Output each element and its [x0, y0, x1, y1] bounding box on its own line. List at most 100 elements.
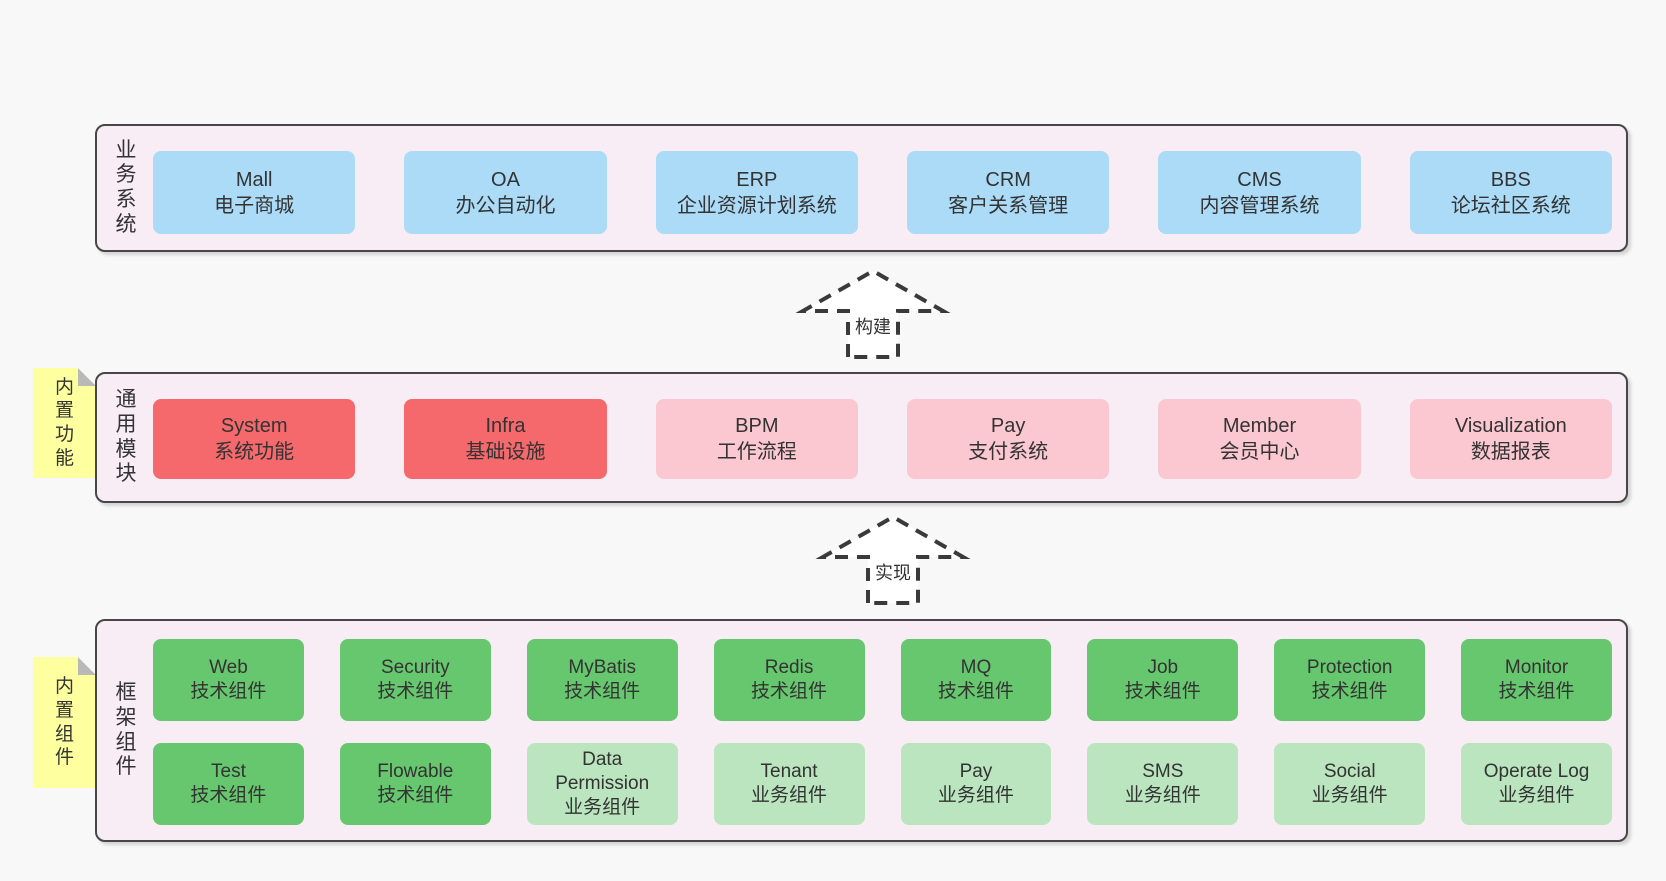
box-subtitle: 办公自动化	[455, 194, 556, 217]
box-title: Test	[211, 761, 246, 783]
box-protection: Protection 技术组件	[1274, 639, 1426, 721]
box-title: Monitor	[1504, 657, 1569, 679]
box-mybatis: MyBatis 技术组件	[526, 639, 678, 721]
box-subtitle: 客户关系管理	[948, 194, 1069, 217]
band-label: 业务系统	[105, 126, 147, 250]
box-bpm: BPM 工作流程	[655, 399, 858, 479]
box-title: Pay	[959, 761, 993, 783]
box-mall: Mall 电子商城	[153, 151, 356, 234]
box-subtitle: 内容管理系统	[1199, 194, 1320, 217]
band-box-grid: System 系统功能 Infra 基础设施 BPM 工作流程 Pay 支付系统…	[153, 399, 1612, 479]
box-title: CRM	[985, 168, 1031, 191]
band-label-text: 业务系统	[115, 138, 137, 236]
box-subtitle: 数据报表	[1470, 441, 1551, 463]
box-sms: SMS 业务组件	[1087, 743, 1239, 825]
folded-corner-icon	[78, 368, 96, 386]
box-subtitle: 业务组件	[1311, 785, 1388, 806]
box-security: Security 技术组件	[339, 639, 491, 721]
build-arrow: 构建	[795, 266, 951, 362]
box-title: BPM	[735, 415, 779, 437]
band-box-grid: Mall 电子商城 OA 办公自动化 ERP 企业资源计划系统 CRM 客户关系…	[153, 151, 1612, 234]
box-subtitle: 企业资源计划系统	[676, 194, 837, 217]
box-title: Tenant	[760, 761, 818, 783]
box-subtitle: 业务组件	[564, 796, 641, 818]
box-subtitle: 电子商城	[214, 194, 295, 217]
box-system: System 系统功能	[153, 399, 356, 479]
sticky-note-builtin-components: 内置组件	[33, 657, 96, 788]
implement-arrow: 实现	[815, 512, 971, 608]
sticky-note-label: 内置功能	[54, 376, 74, 469]
box-oa: OA 办公自动化	[404, 151, 607, 234]
box-title: Web	[209, 657, 248, 679]
sticky-note-label: 内置组件	[54, 676, 74, 769]
band-business-systems: 业务系统 Mall 电子商城 OA 办公自动化 ERP 企业资源计划系统 CRM…	[95, 124, 1628, 252]
box-title: Pay	[990, 415, 1026, 437]
box-visualization: Visualization 数据报表	[1409, 399, 1612, 479]
folded-corner-icon	[78, 657, 96, 675]
box-tenant: Tenant 业务组件	[713, 743, 865, 825]
box-subtitle: 论坛社区系统	[1450, 194, 1571, 217]
box-operate-log: Operate Log 业务组件	[1461, 743, 1612, 825]
box-subtitle: 业务组件	[751, 785, 828, 806]
up-block-arrow-icon	[795, 268, 951, 359]
box-title: System	[220, 415, 288, 437]
box-title: ERP	[736, 168, 778, 191]
box-web: Web 技术组件	[153, 639, 304, 721]
box-subtitle: 业务组件	[1498, 785, 1575, 806]
box-subtitle: 技术组件	[190, 785, 267, 806]
box-job: Job 技术组件	[1087, 639, 1239, 721]
box-mq: MQ 技术组件	[900, 639, 1052, 721]
box-title: MQ	[960, 657, 992, 679]
box-subtitle: 技术组件	[937, 681, 1014, 702]
box-title: Member	[1222, 415, 1297, 437]
box-title: Flowable	[377, 761, 454, 783]
box-title: Social	[1323, 761, 1376, 783]
box-flowable: Flowable 技术组件	[339, 743, 491, 825]
box-subtitle: 技术组件	[190, 681, 267, 702]
box-redis: Redis 技术组件	[713, 639, 865, 721]
band-label: 框架组件	[105, 621, 147, 840]
box-subtitle: 技术组件	[1498, 681, 1575, 702]
box-pay-biz: Pay 业务组件	[900, 743, 1052, 825]
box-subtitle: 技术组件	[1124, 681, 1201, 702]
box-subtitle: 技术组件	[751, 681, 828, 702]
box-title: BBS	[1490, 168, 1531, 191]
box-title: CMS	[1237, 168, 1282, 191]
box-subtitle: 业务组件	[1124, 785, 1201, 806]
band-framework-components: 框架组件 Web 技术组件 Security 技术组件 MyBatis 技术组件…	[95, 619, 1628, 842]
band-common-modules: 通用模块 System 系统功能 Infra 基础设施 BPM 工作流程 Pay…	[95, 372, 1628, 503]
box-bbs: BBS 论坛社区系统	[1409, 151, 1612, 234]
box-title: Redis	[764, 657, 814, 679]
box-subtitle: 技术组件	[1311, 681, 1388, 702]
implement-arrow-label: 实现	[875, 563, 911, 583]
box-infra: Infra 基础设施	[404, 399, 607, 479]
box-subtitle: 会员中心	[1219, 441, 1300, 463]
box-subtitle: 支付系统	[968, 441, 1049, 463]
box-cms: CMS 内容管理系统	[1158, 151, 1361, 234]
up-block-arrow-icon	[815, 514, 971, 605]
box-subtitle: 系统功能	[214, 441, 295, 463]
band-label-text: 通用模块	[115, 388, 137, 486]
box-subtitle: 技术组件	[377, 681, 454, 702]
box-pay: Pay 支付系统	[906, 399, 1110, 479]
box-title: Data Permission	[555, 749, 650, 795]
box-title: Mall	[235, 168, 273, 191]
box-title: Operate Log	[1483, 761, 1590, 783]
box-subtitle: 技术组件	[564, 681, 641, 702]
box-subtitle: 工作流程	[716, 441, 797, 463]
sticky-note-builtin-features: 内置功能	[33, 368, 96, 478]
box-data-permission: Data Permission 业务组件	[526, 743, 678, 825]
box-subtitle: 技术组件	[377, 785, 454, 806]
box-title: Job	[1147, 657, 1179, 679]
box-title: Visualization	[1454, 415, 1567, 437]
box-test: Test 技术组件	[153, 743, 304, 825]
box-title: SMS	[1142, 761, 1184, 783]
box-subtitle: 业务组件	[937, 785, 1014, 806]
box-title: Infra	[485, 415, 526, 437]
box-crm: CRM 客户关系管理	[906, 151, 1110, 234]
box-social: Social 业务组件	[1274, 743, 1426, 825]
box-member: Member 会员中心	[1158, 399, 1361, 479]
band-label-text: 框架组件	[115, 681, 137, 779]
box-erp: ERP 企业资源计划系统	[655, 151, 858, 234]
